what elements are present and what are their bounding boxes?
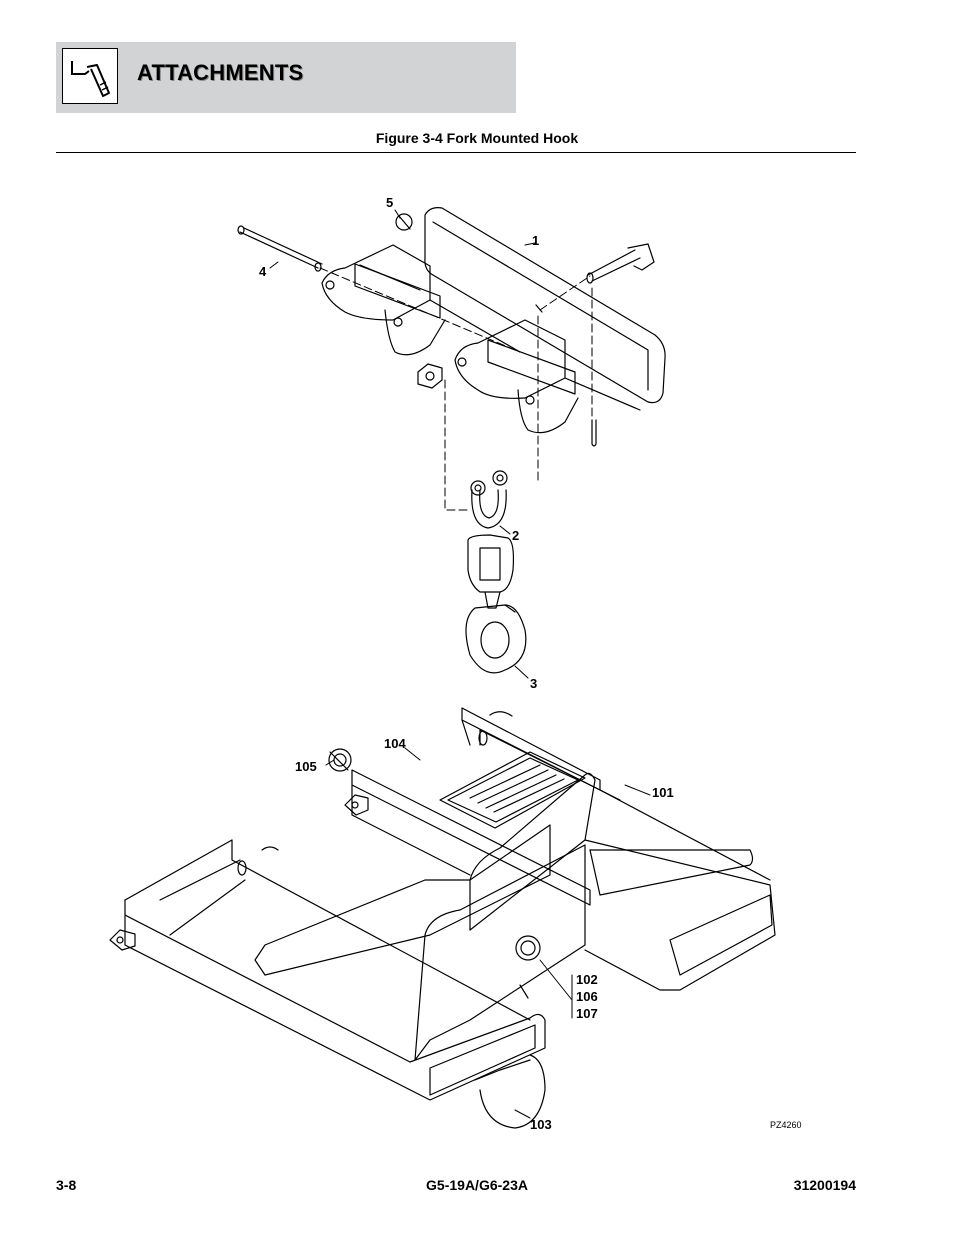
header-band xyxy=(56,42,516,113)
bolt-part xyxy=(586,243,655,284)
callout-105: 105 xyxy=(295,759,317,774)
callout-1: 1 xyxy=(532,233,539,248)
mounting-plate-part xyxy=(424,207,666,404)
lynch-pin-part xyxy=(395,213,413,231)
nut-part xyxy=(417,363,443,389)
pin-part xyxy=(237,225,323,272)
left-fork-sleeve-part xyxy=(321,244,521,356)
callout-107: 107 xyxy=(576,1006,598,1021)
callout-5: 5 xyxy=(386,195,393,210)
hook-frame-part xyxy=(109,707,776,1129)
callout-103: 103 xyxy=(530,1117,552,1132)
right-fork-sleeve-part xyxy=(454,319,641,434)
figure-caption: Figure 3-4 Fork Mounted Hook xyxy=(375,130,579,146)
header-rule xyxy=(56,152,856,153)
hook-wrench-icon xyxy=(71,61,110,97)
callout-106: 106 xyxy=(576,989,598,1004)
callout-104: 104 xyxy=(384,736,406,751)
section-icon-frame xyxy=(62,48,118,104)
cotter-pin-part xyxy=(591,419,597,447)
section-title: ATTACHMENTS xyxy=(137,60,304,85)
document-number: 31200194 xyxy=(793,1177,856,1193)
drawing-id: PZ4260 xyxy=(770,1120,802,1130)
shackle-part xyxy=(470,470,508,529)
callout-4: 4 xyxy=(259,264,267,279)
callout-3: 3 xyxy=(530,676,537,691)
callout-2: 2 xyxy=(512,528,519,543)
callout-102: 102 xyxy=(576,972,598,987)
hook-part xyxy=(465,534,527,674)
page-number: 3-8 xyxy=(56,1177,77,1193)
callout-101: 101 xyxy=(652,785,674,800)
model-number: G5-19A/G6-23A xyxy=(426,1177,528,1193)
